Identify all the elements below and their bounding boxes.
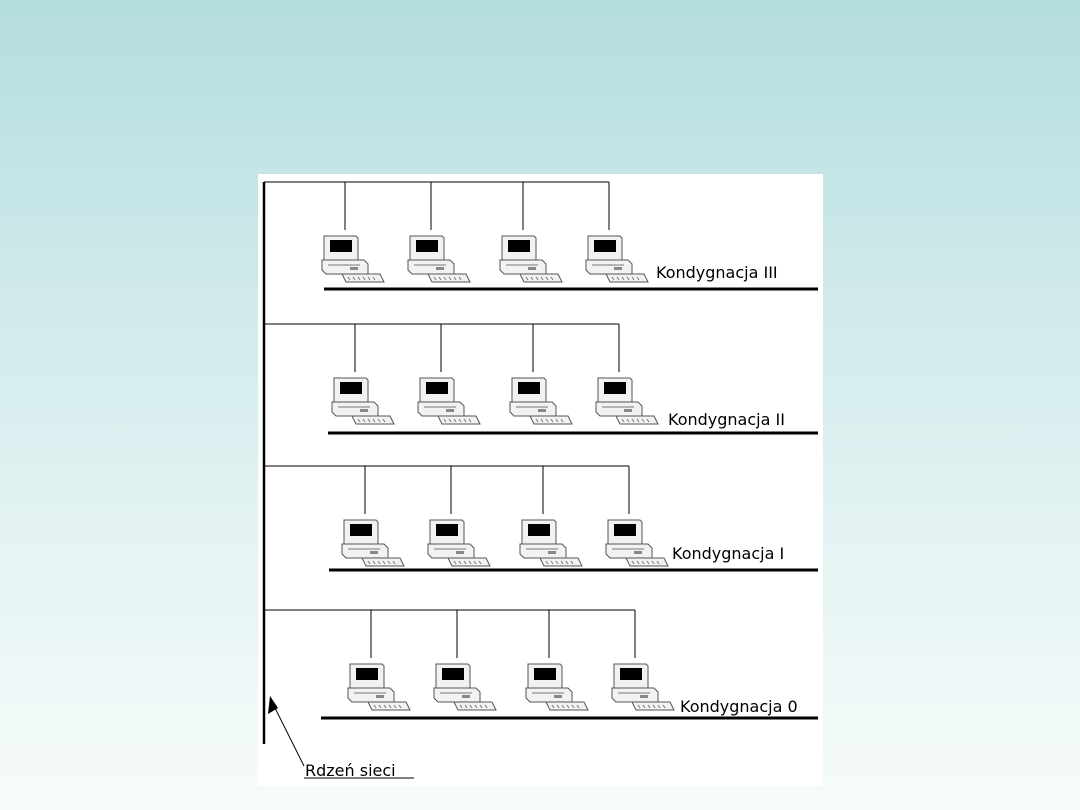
floor-label: Kondygnacja I (672, 544, 784, 563)
floor-group: Kondygnacja 0 (264, 609, 818, 720)
floors-group: Kondygnacja III Kondygnacja II Kondygnacja… (264, 181, 818, 720)
desktop-computer-icon (427, 519, 491, 567)
desktop-computer-icon (525, 663, 589, 711)
desktop-computer-icon (341, 519, 405, 567)
desktop-computer-icon (605, 519, 669, 567)
floor-label: Kondygnacja II (668, 410, 785, 429)
desktop-computer-icon (347, 663, 411, 711)
desktop-computer-icon (611, 663, 675, 711)
floor-label: Kondygnacja 0 (680, 697, 798, 716)
desktop-computer-icon (417, 377, 481, 425)
floor-group: Kondygnacja I (264, 465, 818, 572)
floor-label: Kondygnacja III (656, 263, 778, 282)
desktop-computer-icon (321, 235, 385, 283)
desktop-computer-icon (331, 377, 395, 425)
arrow-icon (268, 696, 414, 779)
desktop-computer-icon (433, 663, 497, 711)
desktop-computer-icon (499, 235, 563, 283)
desktop-computer-icon (509, 377, 573, 425)
core-label: Rdzeń sieci (305, 761, 396, 780)
desktop-computer-icon (595, 377, 659, 425)
desktop-computer-icon (407, 235, 471, 283)
floor-group: Kondygnacja II (264, 323, 818, 435)
desktop-computer-icon (585, 235, 649, 283)
floor-group: Kondygnacja III (264, 181, 818, 291)
desktop-computer-icon (519, 519, 583, 567)
